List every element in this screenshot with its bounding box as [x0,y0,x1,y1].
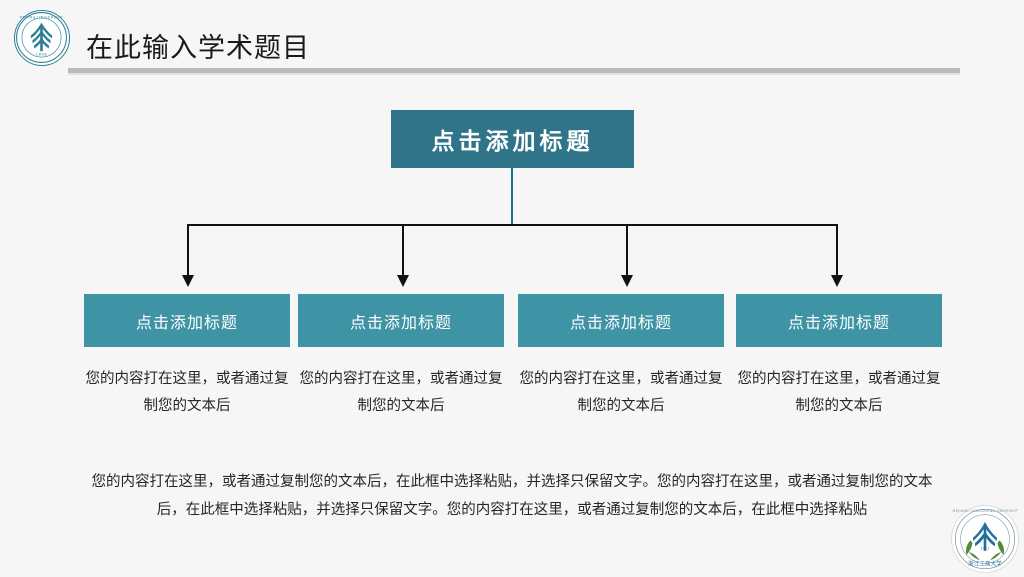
connector-horizontal-bar [187,224,837,226]
diagram-node-2-body: 您的内容打在这里，或者通过复制您的文本后 [299,371,503,414]
diagram-node-3-body: 您的内容打在这里，或者通过复制您的文本后 [519,371,723,414]
diagram-node-4-label: 点击添加标题 [787,312,890,332]
arrow-down-icon-2 [397,275,409,287]
peking-university-emblem-icon: 1898 PEKING UNIVERSITY [14,10,70,66]
diagram-root-node[interactable]: 点击添加标题 [391,110,634,168]
connector-stem [511,168,513,225]
diagram-node-4[interactable]: 点击添加标题 [736,294,942,347]
arrow-down-icon-3 [621,275,633,287]
diagram-root-label: 点击添加标题 [431,129,594,155]
diagram-node-4-body: 您的内容打在这里，或者通过复制您的文本后 [737,371,941,414]
diagram-node-3-label: 点击添加标题 [569,312,672,332]
svg-text:ZHEJIANG GONGSHANG UNIVERSITY: ZHEJIANG GONGSHANG UNIVERSITY [952,509,1018,513]
diagram-node-2-label: 点击添加标题 [349,312,452,332]
svg-text:PEKING UNIVERSITY: PEKING UNIVERSITY [20,15,64,19]
footer-paragraph: 您的内容打在这里，或者通过复制您的文本后，在此框中选择粘贴，并选择只保留文字。您… [91,474,933,519]
connector-drop-4 [836,224,838,282]
svg-text:浙江工商大学: 浙江工商大学 [968,559,1002,567]
diagram-node-3[interactable]: 点击添加标题 [518,294,724,347]
diagram-node-1[interactable]: 点击添加标题 [84,294,290,347]
arrow-down-icon-4 [831,275,843,287]
connector-drop-1 [187,224,189,282]
header-divider [68,68,960,73]
header-divider-shadow [68,73,960,75]
page-title: 在此输入学术题目 [86,33,310,64]
svg-text:1898: 1898 [36,53,48,57]
slide-header: 1898 PEKING UNIVERSITY 在此输入学术题目 [0,0,1024,75]
diagram-node-2[interactable]: 点击添加标题 [298,294,504,347]
connector-drop-3 [626,224,628,282]
svg-text:1911: 1911 [981,547,989,551]
arrow-down-icon-1 [182,275,194,287]
diagram-node-1-label: 点击添加标题 [135,312,238,332]
connector-drop-2 [402,224,404,282]
diagram-node-1-body: 您的内容打在这里，或者通过复制您的文本后 [85,371,289,414]
zhejiang-gongshang-university-emblem-icon: 1911 浙江工商大学 ZHEJIANG GONGSHANG UNIVERSIT… [950,506,1020,572]
